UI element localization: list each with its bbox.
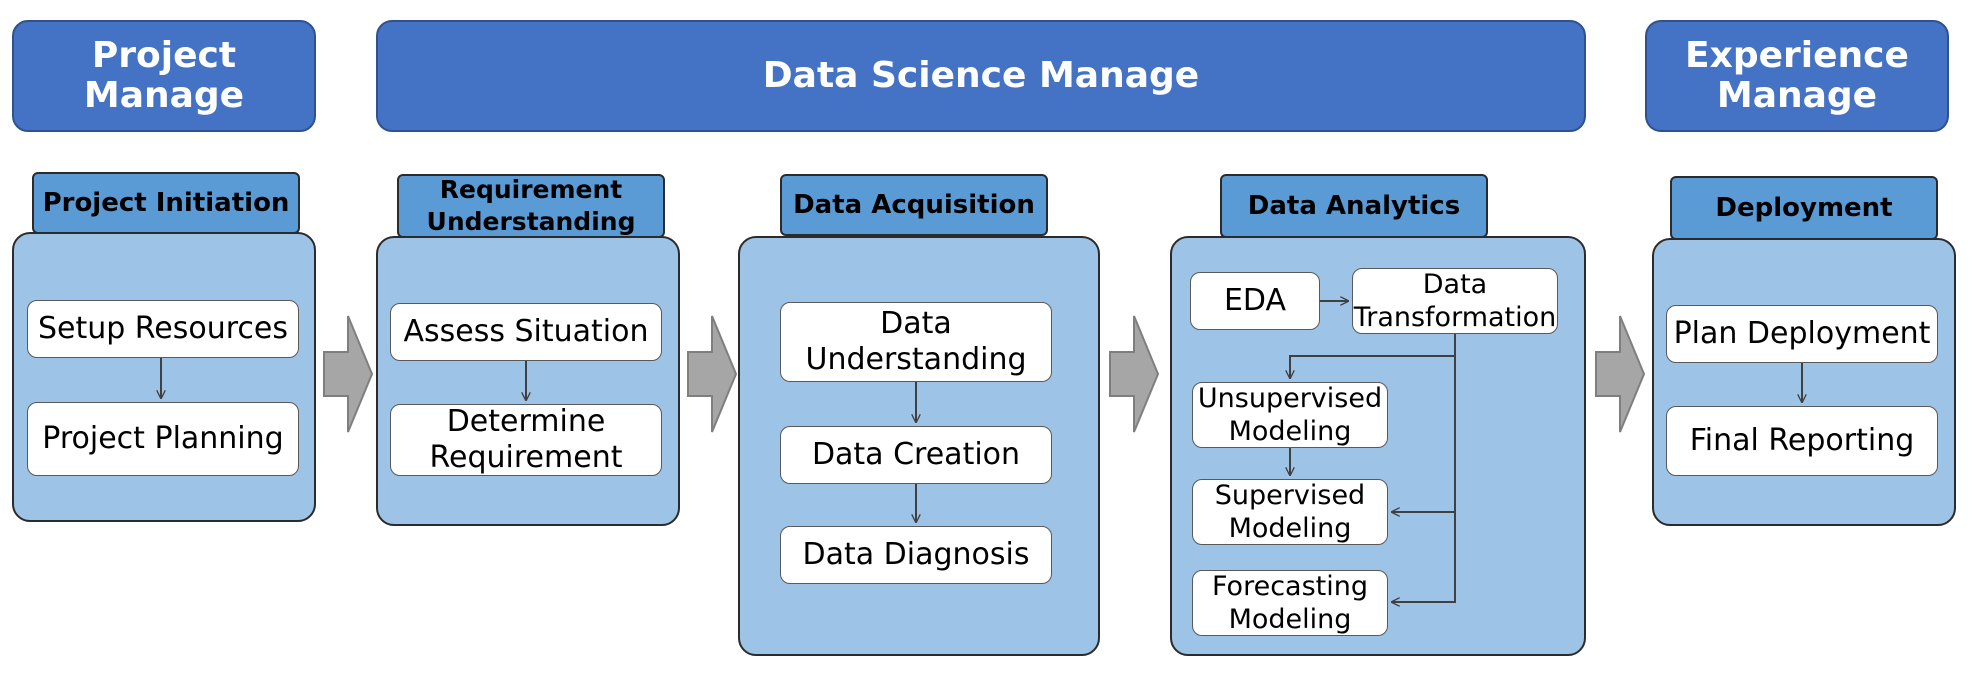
step-determine-requirement: Determine Requirement xyxy=(390,404,662,476)
step-plan-deployment: Plan Deployment xyxy=(1666,305,1938,363)
flow-arrow-4 xyxy=(1595,315,1646,433)
connector-trunk-to-supervised xyxy=(1392,356,1456,512)
header-project-manage: Project Manage xyxy=(12,20,316,132)
title-data-acquisition: Data Acquisition xyxy=(780,174,1048,236)
step-assess-situation-label: Assess Situation xyxy=(403,314,649,349)
title-deployment: Deployment xyxy=(1670,176,1938,240)
title-data-analytics: Data Analytics xyxy=(1220,174,1488,238)
step-project-planning: Project Planning xyxy=(27,402,299,476)
header-data-science-manage-label: Data Science Manage xyxy=(762,55,1200,96)
flow-arrow-2 xyxy=(687,315,738,433)
step-plan-deployment-label: Plan Deployment xyxy=(1673,316,1931,351)
step-eda-label: EDA xyxy=(1223,283,1287,318)
step-unsupervised-modeling: Unsupervised Modeling xyxy=(1192,382,1388,448)
step-final-reporting-label: Final Reporting xyxy=(1689,423,1915,458)
step-data-diagnosis: Data Diagnosis xyxy=(780,526,1052,584)
flow-arrow-1 xyxy=(323,315,374,433)
step-project-planning-label: Project Planning xyxy=(42,421,284,456)
step-forecasting-modeling-label: Forecasting Modeling xyxy=(1211,571,1368,635)
title-project-initiation: Project Initiation xyxy=(32,172,300,234)
title-data-analytics-label: Data Analytics xyxy=(1247,191,1461,221)
panel-deployment xyxy=(1652,238,1956,526)
step-data-creation-label: Data Creation xyxy=(811,437,1021,472)
step-supervised-modeling-label: Supervised Modeling xyxy=(1214,480,1366,544)
title-data-acquisition-label: Data Acquisition xyxy=(793,190,1035,220)
step-data-diagnosis-label: Data Diagnosis xyxy=(802,537,1030,572)
title-deployment-label: Deployment xyxy=(1715,193,1893,223)
flow-arrow-3 xyxy=(1109,315,1160,433)
step-data-understanding-label: Data Understanding xyxy=(805,306,1027,377)
header-experience-manage: Experience Manage xyxy=(1645,20,1949,132)
title-requirement-understanding: Requirement Understanding xyxy=(397,174,665,238)
step-data-transformation: Data Transformation xyxy=(1352,268,1558,334)
header-project-manage-label: Project Manage xyxy=(83,35,245,116)
header-data-science-manage: Data Science Manage xyxy=(376,20,1586,132)
title-project-initiation-label: Project Initiation xyxy=(42,188,290,218)
step-setup-resources-label: Setup Resources xyxy=(37,311,289,346)
step-final-reporting: Final Reporting xyxy=(1666,406,1938,476)
panel-requirement-understanding xyxy=(376,236,680,526)
step-data-transformation-label: Data Transformation xyxy=(1353,269,1557,333)
step-data-understanding: Data Understanding xyxy=(780,302,1052,382)
step-assess-situation: Assess Situation xyxy=(390,303,662,361)
connector-trunk-to-forecasting xyxy=(1392,512,1456,602)
title-requirement-understanding-label: Requirement Understanding xyxy=(426,175,636,236)
step-eda: EDA xyxy=(1190,272,1320,330)
step-forecasting-modeling: Forecasting Modeling xyxy=(1192,570,1388,636)
header-experience-manage-label: Experience Manage xyxy=(1685,35,1909,116)
step-determine-requirement-label: Determine Requirement xyxy=(429,404,623,475)
connector-transformation-to-unsupervised xyxy=(1290,334,1456,378)
step-setup-resources: Setup Resources xyxy=(27,300,299,358)
step-unsupervised-modeling-label: Unsupervised Modeling xyxy=(1197,383,1383,447)
step-supervised-modeling: Supervised Modeling xyxy=(1192,479,1388,545)
step-data-creation: Data Creation xyxy=(780,426,1052,484)
